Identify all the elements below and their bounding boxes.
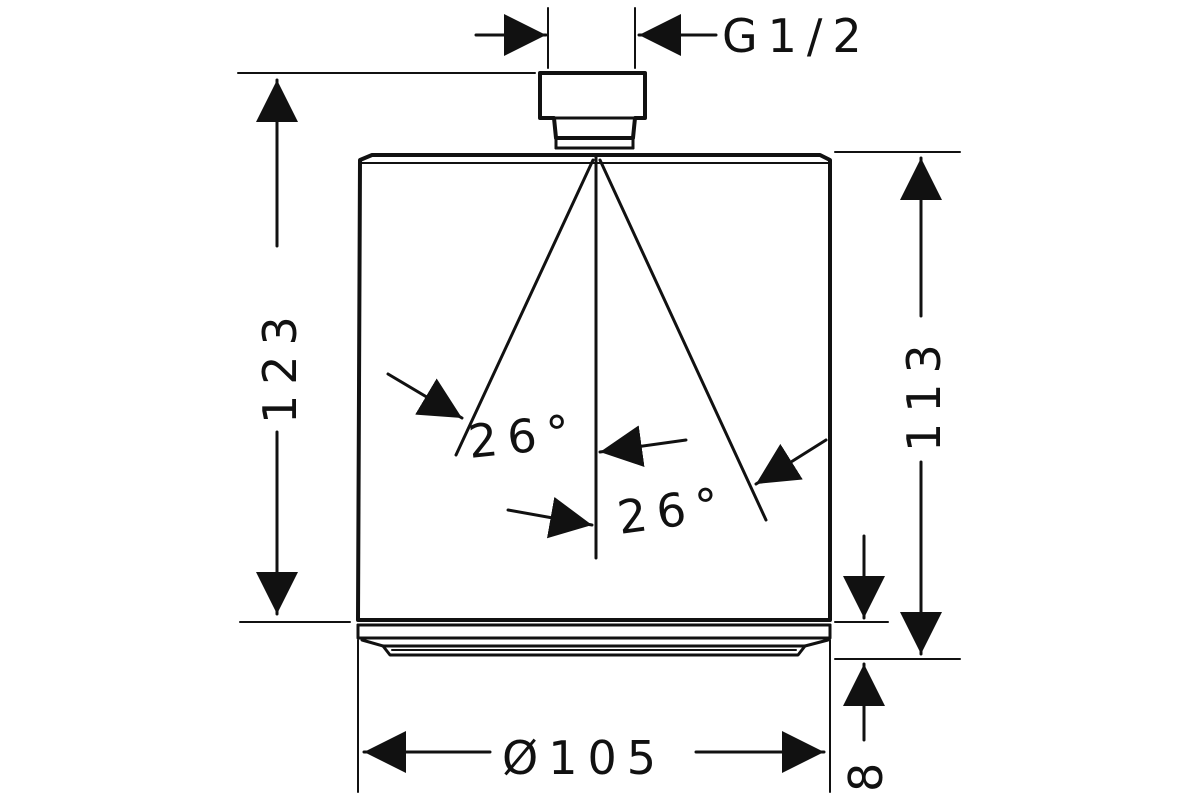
face-offset-label: 8 — [839, 753, 893, 792]
shower-head-body — [356, 153, 832, 640]
body-height-label: 113 — [897, 334, 951, 452]
spray-angle-lines — [454, 153, 768, 560]
total-height-label: 123 — [253, 306, 307, 424]
thread-connector — [538, 71, 647, 150]
thread-size-label: G1/2 — [722, 9, 872, 63]
extension-lines — [237, 7, 961, 793]
diameter-label: Ø105 — [502, 731, 666, 785]
spray-angle-right-label: 26° — [614, 476, 732, 545]
angle-arrows — [386, 372, 828, 539]
spray-face — [360, 638, 830, 657]
spray-angle-left-label: 26° — [466, 404, 583, 469]
